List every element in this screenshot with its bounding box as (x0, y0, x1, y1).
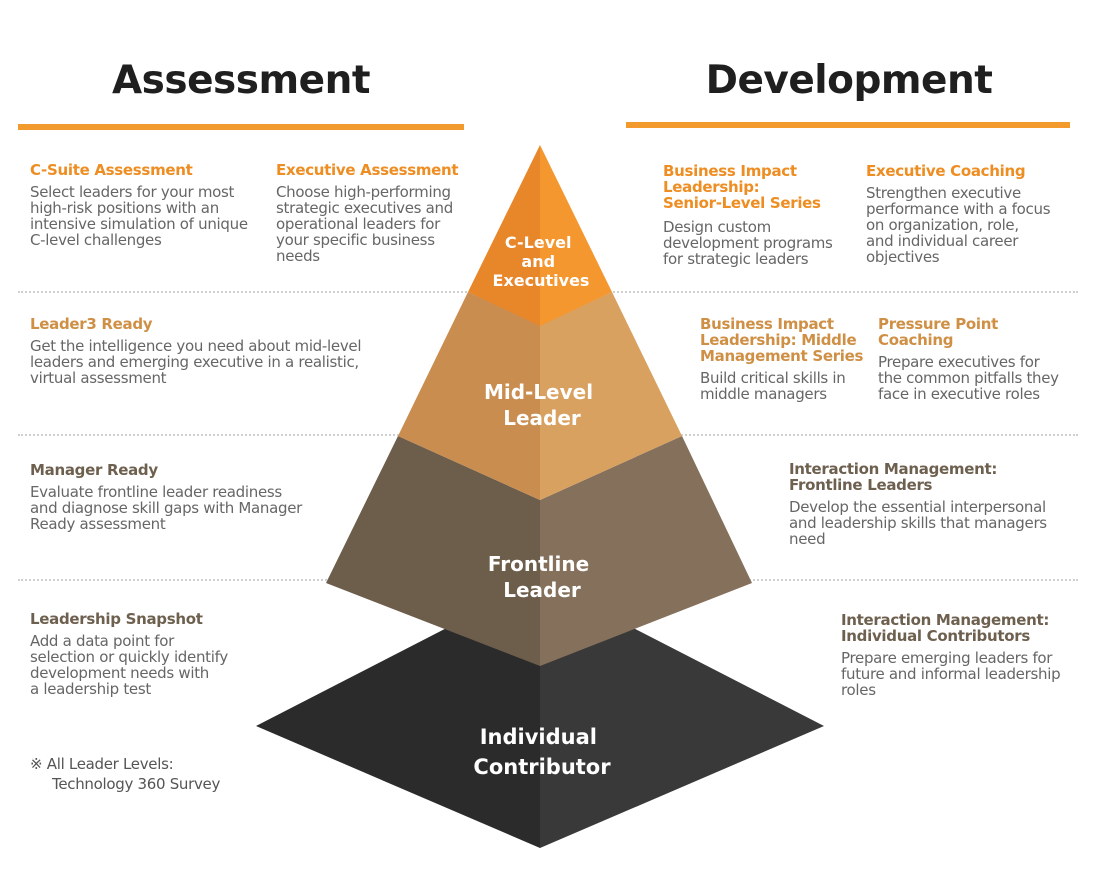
leader3-ready: Leader3 Ready Get the intelligence you n… (30, 316, 400, 386)
tier-midlevel-left (398, 292, 540, 500)
pressure-point-coaching: Pressure Point Coaching Prepare executiv… (878, 316, 1078, 402)
executive-assessment-title: Executive Assessment (276, 161, 459, 179)
tier-individual-left (256, 580, 540, 848)
executive-coaching-title: Executive Coaching (866, 162, 1026, 180)
all-levels-note-line2: Technology 360 Survey (52, 775, 221, 793)
im-frontline-leaders-title: Interaction Management:Frontline Leaders (789, 460, 998, 494)
all-levels-note: ※ All Leader Levels: Technology 360 Surv… (30, 754, 220, 794)
tier-frontline-left (326, 436, 540, 666)
assessment-underline (18, 124, 464, 130)
im-individual-contributors: Interaction Management:Individual Contri… (841, 612, 1081, 698)
tier-clevel-left (468, 145, 540, 326)
leadership-snapshot-title: Leadership Snapshot (30, 610, 203, 628)
leader3-ready-desc: Get the intelligence you need about mid-… (30, 337, 362, 387)
level-label-midlevel: Mid-Level Leader (484, 380, 600, 430)
leader3-ready-title: Leader3 Ready (30, 315, 153, 333)
csuite-assessment: C-Suite Assessment Select leaders for yo… (30, 162, 270, 248)
leadership-snapshot: Leadership Snapshot Add a data point for… (30, 611, 270, 697)
tier-individual-right (540, 580, 824, 848)
im-frontline-leaders: Interaction Management:Frontline Leaders… (789, 461, 1079, 547)
tier-clevel-right (540, 145, 612, 326)
tier-midlevel-right (540, 292, 682, 500)
assessment-header: Assessment (112, 58, 370, 103)
level-label-frontline: Frontline Leader (488, 552, 596, 602)
tier-frontline-right (540, 436, 752, 666)
executive-assessment: Executive Assessment Choose high-perform… (276, 162, 476, 264)
level-label-clevel: C-Level and Executives (493, 233, 590, 290)
manager-ready-title: Manager Ready (30, 461, 158, 479)
pressure-point-coaching-title: Pressure Point Coaching (878, 315, 998, 349)
all-levels-note-line1: ※ All Leader Levels: (30, 755, 174, 773)
manager-ready: Manager Ready Evaluate frontline leader … (30, 462, 340, 532)
level-label-individual: Individual Contributor (473, 725, 611, 779)
im-individual-contributors-title: Interaction Management:Individual Contri… (841, 611, 1050, 645)
development-underline (626, 122, 1070, 128)
csuite-assessment-title: C-Suite Assessment (30, 161, 193, 179)
development-header: Development (705, 58, 993, 103)
